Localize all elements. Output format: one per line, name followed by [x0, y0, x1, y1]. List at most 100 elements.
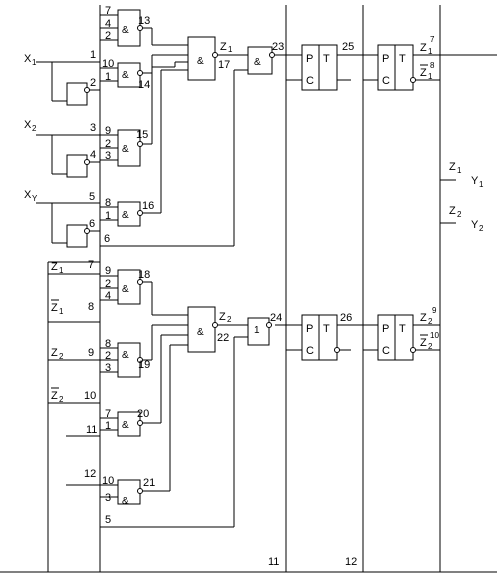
bus-11-number: 11: [268, 556, 279, 568]
ff26-number: 26: [340, 312, 352, 324]
out-z2bar-letter: Z: [420, 337, 427, 349]
gate-16: & 16 8 1: [105, 197, 154, 227]
bus-z2-sub: 2: [59, 352, 64, 361]
gate-13-in-0: 7: [105, 5, 111, 17]
out-y2: Z 2 Y 2: [449, 205, 484, 233]
pin-10: 10: [84, 390, 96, 402]
x1-sub: 1: [32, 58, 37, 67]
pin-2: 2: [90, 77, 96, 89]
gate-16-in-0: 8: [105, 197, 111, 209]
xy-sub: Y: [32, 194, 38, 203]
bus-z2bar-label: Z 2: [51, 387, 64, 404]
gate-21-in-1: 3: [105, 492, 111, 504]
out-z1-top: Z 1 7: [420, 35, 435, 56]
gate-13-symbol: &: [122, 25, 129, 36]
out-z1-sub: 1: [428, 47, 433, 56]
x2-sub: 2: [32, 124, 37, 133]
gate-24: 1 24: [247, 312, 282, 346]
gate-16-symbol: &: [122, 210, 129, 221]
out-z2bar-pin: 10: [430, 331, 439, 340]
gate-24-symbol: 1: [254, 325, 260, 336]
ff26-t: T: [323, 323, 330, 335]
gate-23-symbol: &: [254, 57, 261, 68]
gate-13: & 13 7 4 2: [105, 5, 150, 47]
flipflop-25: P T C 25: [301, 41, 354, 91]
gate-19-in-0: 8: [105, 338, 111, 350]
bus-z1bar-label: Z 1: [51, 299, 64, 316]
pin-7: 7: [88, 259, 94, 271]
ff-tr-c: C: [382, 75, 390, 87]
flipflop-bottom-right: P T C: [377, 314, 416, 361]
flipflop-top-right: P T C: [377, 44, 416, 91]
gate-20-in-0: 7: [105, 408, 111, 420]
out-z2-letter: Z: [420, 312, 427, 324]
gate-19-number: 19: [138, 359, 150, 371]
gate-19-in-1: 2: [105, 350, 111, 362]
y2-z-letter: Z: [449, 205, 456, 217]
ff25-number: 25: [342, 41, 354, 53]
gate-21-in-0: 10: [102, 475, 114, 487]
pin-6: 6: [89, 218, 95, 230]
gate-22-number: 22: [217, 332, 229, 344]
gate-15-symbol: &: [122, 144, 129, 155]
y1-y-sub: 1: [479, 180, 484, 189]
gate-17-symbol: &: [197, 56, 204, 67]
gate-21: & 21 10 3: [102, 475, 155, 507]
ff-br-p: P: [382, 323, 389, 335]
out-z2-bottom: Z 2 9: [420, 306, 437, 326]
out-z2-pin: 9: [432, 306, 437, 315]
gate-23: & 23: [247, 41, 284, 75]
gate-13-number: 13: [138, 15, 150, 27]
gate-18-number: 18: [138, 269, 150, 281]
bus-z2bar-sub: 2: [59, 395, 64, 404]
pin-3: 3: [90, 122, 96, 134]
ff-br-c: C: [382, 345, 390, 357]
xy-letter: X: [24, 189, 32, 201]
pin-8: 8: [88, 301, 94, 313]
gate-17: & 17 Z 1: [187, 36, 233, 81]
ff26-p: P: [306, 323, 313, 335]
x2-letter: X: [24, 119, 32, 131]
gate-14-in-1: 1: [105, 71, 111, 83]
pin-5: 5: [89, 191, 95, 203]
gate-15: & 15 9 2 3: [105, 125, 148, 167]
gate-13-in-2: 2: [105, 30, 111, 42]
y1-z-sub: 1: [457, 166, 462, 175]
gate-20-in-1: 1: [105, 420, 111, 432]
ff-tr-t: T: [399, 53, 406, 65]
flipflop-26: P T C 26: [301, 312, 352, 361]
bus-z1-letter: Z: [51, 261, 58, 273]
gate-19: & 19 8 2 3: [105, 338, 150, 378]
bus-z2-letter: Z: [51, 347, 58, 359]
bus-z1-sub: 1: [59, 266, 64, 275]
out-z2bar-bottom: Z 2 10: [420, 331, 439, 351]
gate-15-number: 15: [136, 129, 148, 141]
out-z2bar-sub: 2: [428, 342, 433, 351]
bus-z1bar-letter: Z: [51, 302, 58, 314]
gate-24-number: 24: [270, 312, 282, 324]
gate-20-symbol: &: [122, 420, 129, 431]
gate-23-number: 23: [272, 41, 284, 53]
y2-y-letter: Y: [471, 219, 479, 231]
out-z1-pin: 7: [430, 35, 435, 44]
gate-14-symbol: &: [122, 70, 129, 81]
y2-y-sub: 2: [479, 224, 484, 233]
pin-12: 12: [84, 468, 96, 480]
gate-21-symbol: &: [122, 496, 129, 507]
y2-z-sub: 2: [457, 210, 462, 219]
out-z1bar-top: Z 1 8: [420, 61, 435, 81]
ff25-p: P: [306, 53, 313, 65]
y1-y-letter: Y: [471, 175, 479, 187]
input-xy-label: X Y: [24, 189, 38, 203]
gate-18-in-1: 2: [105, 278, 111, 290]
gate-14: & 14 10 1: [102, 58, 150, 91]
gate-21-number: 21: [143, 477, 155, 489]
bus-z1-label: Z 1: [51, 261, 64, 275]
input-x2-label: X 2: [24, 119, 37, 133]
gate-15-in-1: 2: [105, 138, 111, 150]
out-y1: Z 1 Y 1: [449, 161, 484, 189]
out-z1bar-letter: Z: [420, 67, 427, 79]
pin-6-bus: 6: [104, 233, 110, 245]
